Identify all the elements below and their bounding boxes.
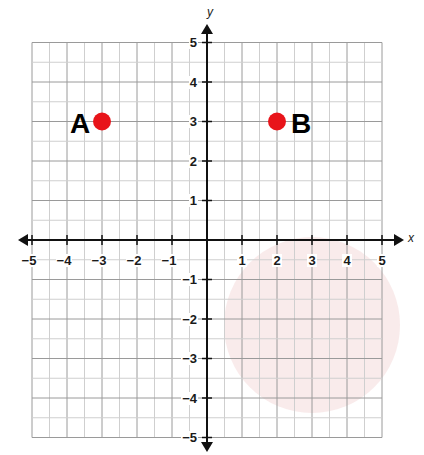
tick-mark <box>202 397 212 399</box>
tick-mark <box>202 358 212 360</box>
tick-number: −3 <box>91 254 108 267</box>
plotted-point <box>93 113 111 131</box>
grid-line <box>32 279 382 280</box>
axis-arrowhead <box>394 234 404 246</box>
tick-number: −1 <box>161 254 178 267</box>
tick-number: 1 <box>237 254 246 267</box>
tick-mark <box>202 81 212 83</box>
tick-mark <box>136 235 138 245</box>
tick-number: −1 <box>181 273 198 286</box>
points <box>93 113 286 131</box>
axis-arrowhead <box>201 442 213 452</box>
tick-mark <box>202 437 212 439</box>
axis-name: y <box>207 6 213 18</box>
grid-line <box>32 358 382 359</box>
grid-line <box>32 398 382 399</box>
grid-line <box>32 82 382 83</box>
tick-number: −4 <box>181 392 198 405</box>
tick-number: 4 <box>342 254 351 267</box>
tick-mark <box>66 235 68 245</box>
tick-number: −3 <box>181 352 198 365</box>
grid-line <box>32 437 382 438</box>
tick-number: −2 <box>126 254 143 267</box>
tick-number: 2 <box>272 254 281 267</box>
tick-number: 1 <box>189 194 198 207</box>
tick-mark <box>311 235 313 245</box>
tick-mark <box>202 160 212 162</box>
tick-number: −5 <box>21 254 38 267</box>
tick-number: −5 <box>181 431 198 444</box>
axis-name: x <box>408 232 414 244</box>
tick-mark <box>202 318 212 320</box>
plotted-point <box>268 113 286 131</box>
tick-number: −2 <box>181 313 198 326</box>
tick-number: 4 <box>189 76 198 89</box>
axis-arrowhead <box>201 24 213 34</box>
y-axis <box>206 26 208 450</box>
tick-number: 3 <box>189 115 198 128</box>
point-label: A <box>70 110 90 138</box>
tick-number: 2 <box>189 155 198 168</box>
point-label: B <box>291 110 311 138</box>
tick-mark <box>31 235 33 245</box>
tick-mark <box>101 235 103 245</box>
grid-line <box>32 200 382 201</box>
tick-number: 3 <box>307 254 316 267</box>
grid-line <box>32 319 382 320</box>
tick-number: 5 <box>189 36 198 49</box>
tick-number: −4 <box>56 254 73 267</box>
tick-mark <box>276 235 278 245</box>
grid-line <box>32 42 382 43</box>
tick-mark <box>202 279 212 281</box>
grid-line <box>32 161 382 162</box>
tick-mark <box>381 235 383 245</box>
tick-mark <box>202 200 212 202</box>
tick-mark <box>241 235 243 245</box>
tick-mark <box>171 235 173 245</box>
tick-number: 5 <box>377 254 386 267</box>
axes <box>18 24 404 452</box>
tick-mark <box>202 42 212 44</box>
x-axis <box>20 239 402 241</box>
tick-mark <box>202 121 212 123</box>
tick-mark <box>346 235 348 245</box>
axis-arrowhead <box>18 234 28 246</box>
